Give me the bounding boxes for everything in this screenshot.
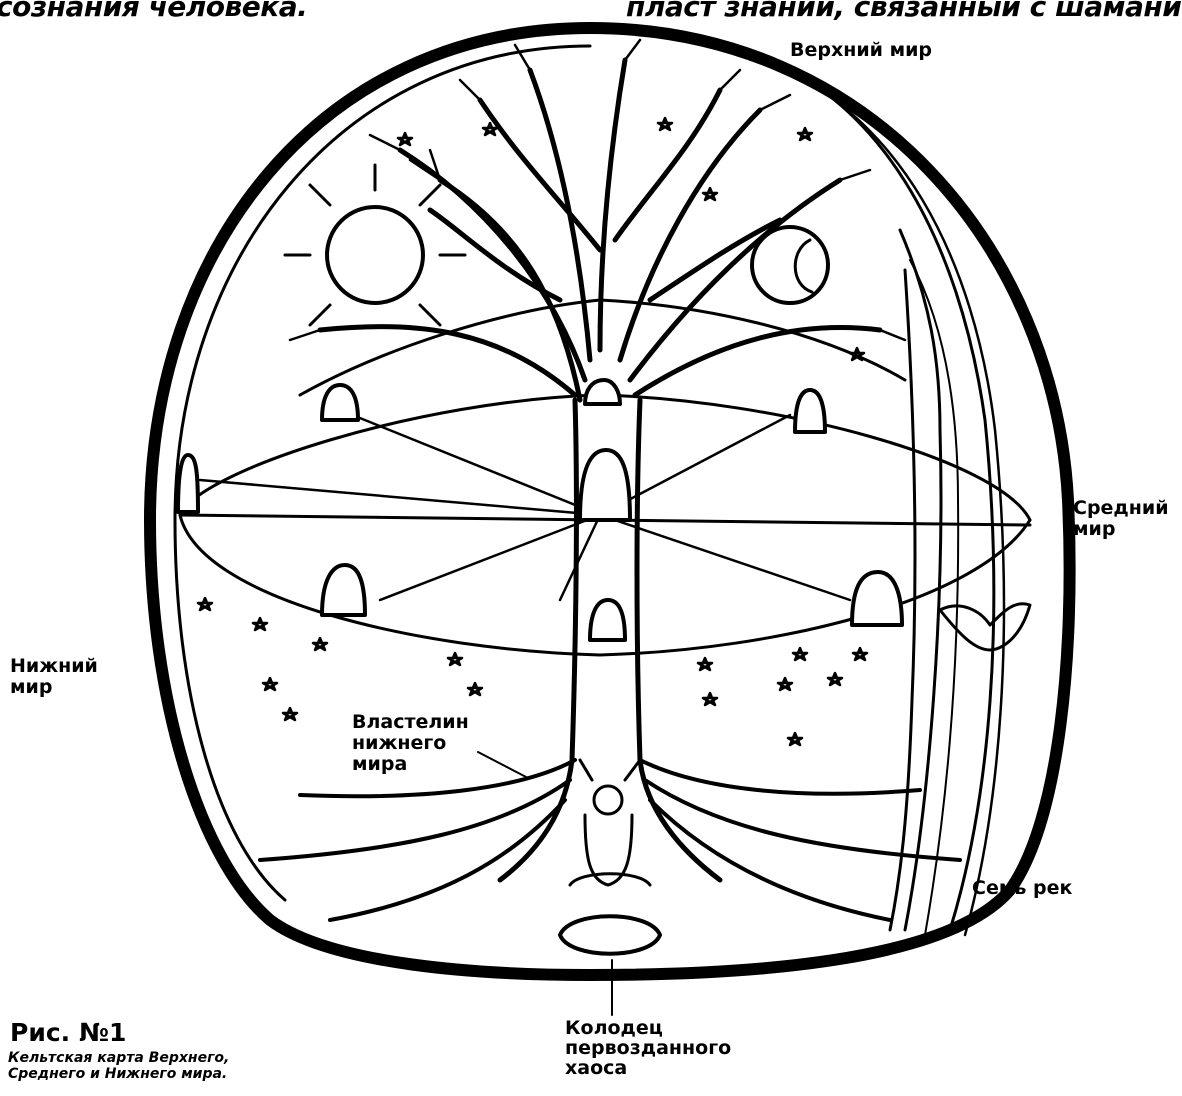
label-middle-world-line2: мир	[1073, 519, 1169, 540]
label-seven-rivers: Семь рек	[972, 878, 1072, 899]
label-well-line1: Колодец	[565, 1018, 731, 1038]
label-lower-world-line2: мир	[10, 677, 98, 698]
label-well-line3: хаоса	[565, 1058, 731, 1078]
river-2	[760, 60, 1004, 935]
label-well-line2: первозданного	[565, 1038, 731, 1058]
label-middle-world-line1: Средний	[1073, 498, 1169, 519]
figure-caption-title: Рис. №1	[10, 1018, 126, 1047]
label-middle-world: Средний мир	[1073, 498, 1169, 540]
figure-caption-line1: Кельтская карта Верхнего,	[8, 1050, 229, 1066]
lord-figure	[570, 760, 650, 885]
river-1	[740, 50, 994, 930]
radial-lines	[200, 410, 850, 600]
label-lord-line2: нижнего	[352, 733, 469, 754]
label-upper-world: Верхний мир	[790, 40, 932, 61]
well-of-chaos	[560, 916, 660, 954]
label-lord-line3: мира	[352, 754, 469, 775]
label-well-of-chaos: Колодец первозданного хаоса	[565, 1018, 731, 1078]
label-lord-of-lower-world: Властелин нижнего мира	[352, 712, 469, 775]
bird	[940, 604, 1030, 650]
label-lower-world-line1: Нижний	[10, 656, 98, 677]
lord-pointer-line	[478, 752, 528, 778]
label-lord-line1: Властелин	[352, 712, 469, 733]
tree-roots	[260, 760, 960, 920]
tree-trunk-left	[500, 400, 576, 880]
sun	[327, 207, 423, 303]
tree-trunk-right	[637, 400, 720, 880]
label-lower-world: Нижний мир	[10, 656, 98, 698]
figure-caption-line2: Среднего и Нижнего мира.	[8, 1066, 229, 1082]
figure-caption-text: Кельтская карта Верхнего, Среднего и Ниж…	[8, 1050, 229, 1082]
